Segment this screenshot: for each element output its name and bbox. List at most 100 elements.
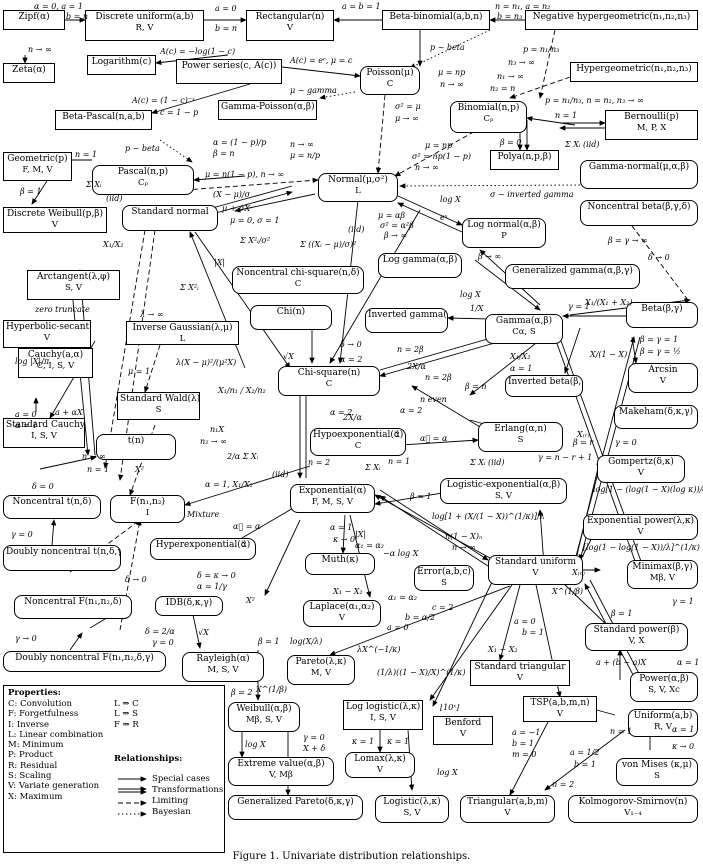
- edge-label: ⌊10ˣ⌋: [440, 703, 460, 712]
- edge-label: a = 0: [514, 617, 536, 626]
- node-standard-wald: Standard Wald(λ)S: [117, 392, 200, 420]
- edge-label: [log(1 − log(1 − X))/λ]^(1/κ): [583, 543, 700, 552]
- edge: [432, 581, 493, 707]
- edge-label: (iid): [106, 194, 123, 203]
- edge-label: μ = np: [425, 141, 453, 150]
- node-exponential: Exponential(α)F, M, S, V: [290, 484, 375, 513]
- legend-relationships-list: Special cases Transformations Limiting B…: [152, 774, 223, 818]
- edge-label: 2X/α: [343, 413, 362, 422]
- edge-label: log[1 − (log(1 − X)(log κ))/δ] / log κ: [593, 485, 703, 494]
- edge-label: a = −1: [512, 728, 541, 737]
- edge-label: √X: [198, 628, 209, 637]
- node-logistic: Logistic(λ,κ)S, V: [375, 795, 449, 823]
- edge-label: γ = 0: [615, 438, 637, 447]
- edge-label: n = 1: [388, 457, 411, 466]
- edge-label: κ = 1: [352, 737, 375, 746]
- edge-label: a + αX: [55, 408, 83, 417]
- edge-label: α = 0, a = 1: [34, 2, 84, 11]
- edge-label: α = 2: [340, 355, 363, 364]
- edge-label: β = 1: [611, 609, 633, 618]
- edge-label: A(c) = (1 − c)⁻ˣ: [132, 96, 195, 105]
- edge-label: σ ~ inverted gamma: [490, 190, 574, 199]
- node-cauchy: Cauchy(a,α)C, I, S, V: [18, 348, 93, 378]
- edge-label: n → ∞: [82, 452, 106, 461]
- edge-label: a = 0: [387, 623, 409, 632]
- edge-label: β = 2: [231, 688, 253, 697]
- node-kolmogorov-smirnov: Kolmogorov-Smirnov(n)V₁₋₄: [568, 795, 698, 823]
- edge-label: β = γ = ½: [640, 347, 681, 356]
- edge-label: α₁ = α₂: [388, 593, 418, 602]
- node-gamma-poisson: Gamma-Poisson(α,β): [218, 100, 317, 120]
- edge-label: σ² = np(1 − p): [412, 152, 471, 161]
- node-power: Power(α,β)S, V, Xc: [630, 672, 698, 702]
- edge-label: (iid): [272, 470, 289, 479]
- edge-label: γ = 0: [152, 638, 174, 647]
- node-normal: Normal(μ,σ²)L: [318, 173, 398, 202]
- node-tsp: TSP(a,b,m,n)V: [523, 696, 597, 722]
- edge-label: λ → ∞: [140, 310, 164, 319]
- edge-label: a = 0: [215, 4, 237, 13]
- node-exponential-power: Exponential power(λ,κ)V: [583, 514, 698, 540]
- edge-label: b = n₃: [497, 12, 523, 21]
- edge-label: X₁ − X₂: [333, 587, 363, 596]
- edge-label: n → ∞: [452, 543, 476, 552]
- edge: [184, 177, 319, 191]
- node-gamma-normal: Gamma-normal(μ,α,β): [580, 160, 698, 189]
- legend-implication: L ⇒ C: [114, 699, 139, 709]
- edge-label: n = 2β: [397, 345, 424, 354]
- edge-label: n → ∞: [415, 163, 439, 172]
- edge-label: β = 1: [410, 492, 432, 501]
- node-poisson: Poisson(μ)C: [360, 66, 420, 95]
- edge-label: a = b = 1: [342, 2, 381, 11]
- node-chi: Chi(n): [250, 305, 332, 330]
- edge-label: n → ∞: [440, 80, 464, 89]
- edge-label: b = n: [66, 12, 89, 21]
- node-error: Error(a,b,c)S: [414, 565, 474, 591]
- edge-label: b = 1: [574, 760, 596, 769]
- node-hyperexponential: Hyperexponential(α⃗): [150, 538, 256, 560]
- edge-label: X + δ: [303, 744, 326, 753]
- node-f: F(n₁,n₂)I: [110, 495, 185, 523]
- node-hypoexponential: Hypoexponential(α⃗)C: [310, 428, 406, 456]
- edge-label: β = n: [213, 149, 235, 158]
- node-makeham: Makeham(δ,κ,γ): [614, 405, 698, 429]
- edge: [194, 231, 291, 369]
- edge-label: μ = 0, σ = 1: [230, 216, 280, 225]
- legend-implication: F ⇒ R: [114, 719, 139, 730]
- node-pascal: Pascal(n,p)Cₚ: [92, 165, 194, 195]
- edge-label: n(1 − X)ₙ: [445, 532, 483, 541]
- node-erlang: Erlang(α,n)S: [478, 422, 563, 452]
- edge-label: n₂ → ∞: [200, 437, 227, 446]
- legend-relationship: Transformations: [152, 785, 224, 795]
- edge: [234, 193, 316, 213]
- node-doubly-noncentral-f: Doubly noncentral F(n₁,n₂,δ,γ): [3, 651, 166, 672]
- edge-label: β = γ = 1: [640, 335, 679, 344]
- edge-label: λX^(−1/κ): [357, 645, 401, 654]
- edge-label: κ → 0: [333, 535, 356, 544]
- edge-label: κ → 0: [672, 742, 695, 751]
- edge-label: b = n: [215, 24, 238, 33]
- node-doubly-noncentral-t: Doubly noncentral t(n,δ,γ): [3, 545, 121, 571]
- edge-label: n₁ → ∞: [497, 72, 524, 81]
- node-beta-binomial: Beta-binomial(a,b,n): [382, 10, 490, 30]
- edge-label: α = 1/γ: [197, 582, 227, 591]
- edge-label: b = α/2: [405, 613, 436, 622]
- node-log-gamma: Log gamma(α,β): [378, 253, 462, 278]
- edge-label: zero truncate: [35, 305, 90, 314]
- edge: [329, 209, 421, 364]
- edge-label: μ = np: [438, 68, 466, 77]
- edge-label: α = 2: [400, 406, 423, 415]
- node-inverted-beta: Inverted beta(β,γ): [505, 375, 583, 397]
- node-standard-power: Standard power(β)V, X: [585, 623, 688, 651]
- edge-label: |X|: [355, 530, 367, 539]
- node-triangular: Triangular(a,b,m)V: [460, 795, 555, 823]
- node-rayleigh: Rayleigh(α)M, S, V: [182, 652, 264, 682]
- legend-property: S: Scaling: [8, 771, 52, 782]
- node-uniform: Uniform(a,b)R, V: [628, 709, 698, 737]
- node-chi-square: Chi-square(n)C: [278, 366, 380, 396]
- edge-label: μ + σX: [222, 204, 251, 213]
- edge-label: α⃗ = α: [233, 522, 261, 531]
- edge-label: c = 1 − p: [160, 108, 199, 117]
